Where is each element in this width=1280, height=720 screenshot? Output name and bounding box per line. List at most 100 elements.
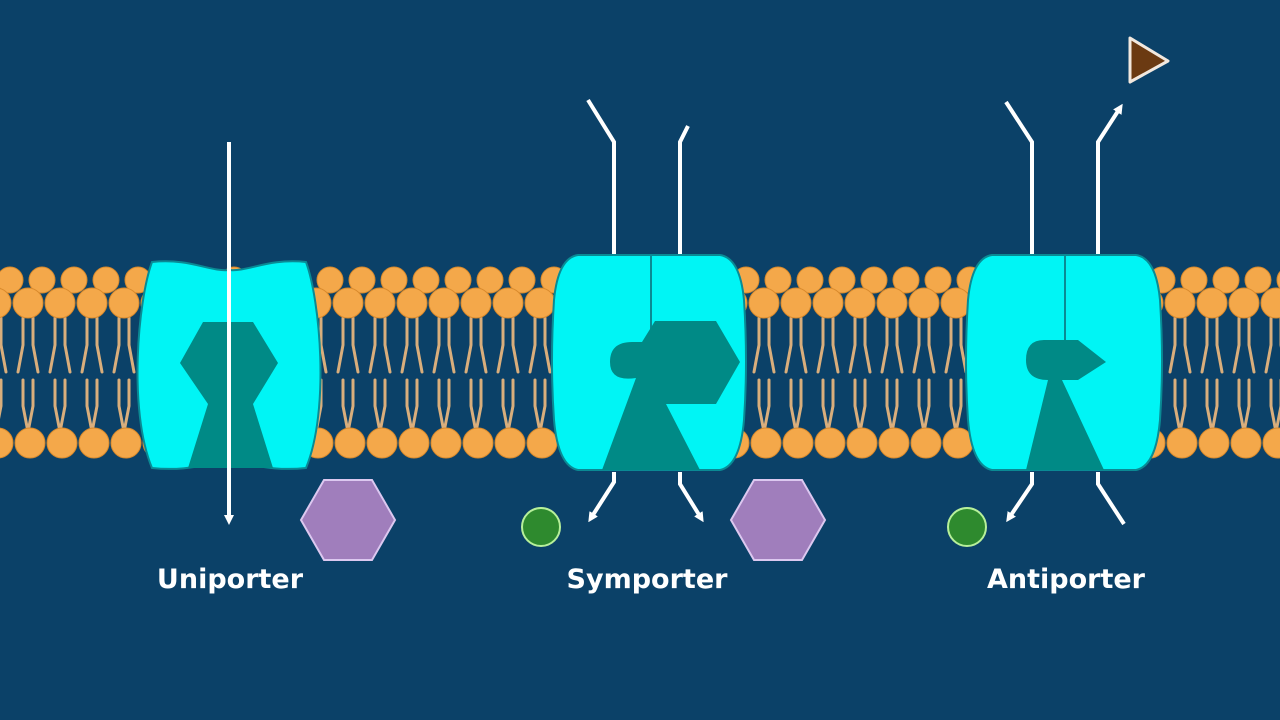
lipid-tail [415,316,424,374]
lipid-head [110,427,142,459]
antiporter-binding-site [1026,340,1106,470]
lipid-head [60,266,88,294]
lipid-tail [533,378,542,434]
lipid-head [910,427,942,459]
lipid-tail [442,378,451,434]
lipid-tail [1247,316,1256,374]
lipid-head [782,427,814,459]
lipid-tail [506,378,515,434]
lipid-head [428,287,460,319]
lipid-head [846,427,878,459]
triangle-molecule [1128,36,1170,84]
lipid-tail [378,378,387,434]
antiporter-group: Antiporter [947,36,1170,595]
lipid-tail [1183,316,1192,374]
lipid-head [366,427,398,459]
lipid-tail [122,378,131,434]
lipid-head [108,287,140,319]
lipid-tail [479,316,488,374]
lipid-head [1276,270,1280,290]
lipid-tail [432,316,441,374]
symporter-binding-site [602,321,740,470]
lipid-tail [16,316,25,374]
lipid-tail [1178,378,1187,434]
lipid-tail [80,316,89,374]
lipid-head [1244,266,1272,294]
lipid-head [764,266,792,294]
lipid-head [398,427,430,459]
lipid-tail [890,378,899,434]
lipid-tail [1215,316,1224,374]
lipid-tail [821,378,830,434]
lipid-head [1260,287,1280,319]
lipid-tail [826,378,835,434]
antiporter-arrow-inward [1006,100,1034,518]
lipid-head [750,427,782,459]
lipid-tail [762,378,771,434]
lipid-head [1164,287,1196,319]
lipid-tail [368,316,377,374]
lipid-head [462,427,494,459]
lipid-tail [816,316,825,374]
uniporter-label: Uniporter [157,564,304,595]
lipid-tail [437,378,446,434]
lipid-head [780,287,812,319]
lipid-head [476,266,504,294]
circle-molecule [947,507,987,547]
lipid-tail [831,316,840,374]
uniporter-group: Uniporter [136,142,397,595]
lipid-head [924,266,952,294]
lipid-tail [949,378,958,434]
lipid-tail [351,316,360,374]
lipid-head [1198,427,1230,459]
lipid-head [492,287,524,319]
lipid-head [508,266,536,294]
lipid-tail [496,316,505,374]
lipid-tail [85,378,94,434]
lipid-tail [341,378,350,434]
lipid-tail [895,316,904,374]
lipid-tail [927,316,936,374]
circle-molecule [521,507,561,547]
antiporter-label: Antiporter [987,564,1146,595]
lipid-tail [373,378,382,434]
lipid-head [46,427,78,459]
lipid-tail [1237,378,1246,434]
lipid-head [0,266,24,294]
lipid-head [334,427,366,459]
lipid-tail [117,378,126,434]
lipid-tail [53,378,62,434]
lipid-tail [127,316,136,374]
lipid-tail [954,378,963,434]
symporter-arrow-right [678,125,701,518]
lipid-head [812,287,844,319]
lipid-tail [1210,378,1219,434]
lipid-head [12,287,44,319]
lipid-head [444,266,472,294]
lipid-tail [959,316,968,374]
symporter-arrow-left [588,98,616,518]
lipid-head [796,266,824,294]
lipid-tail [880,316,889,374]
lipid-tail [469,378,478,434]
lipid-tail [1200,316,1209,374]
lipid-tail [543,316,552,374]
lipid-tail [528,316,537,374]
lipid-head [92,266,120,294]
lipid-tail [784,316,793,374]
lipid-head [316,266,344,294]
lipid-tail [885,378,894,434]
lipid-head [76,287,108,319]
lipid-tail [58,378,67,434]
lipid-tail [346,378,355,434]
lipid-head [526,427,558,459]
lipid-head [494,427,526,459]
lipid-tail [319,316,328,374]
lipid-tail [26,378,35,434]
lipid-head [748,287,780,319]
antiporter-arrow-outward [1096,108,1124,526]
lipid-head [1180,266,1208,294]
symporter-label: Symporter [567,564,729,595]
symporter-group: Symporter [521,98,827,595]
